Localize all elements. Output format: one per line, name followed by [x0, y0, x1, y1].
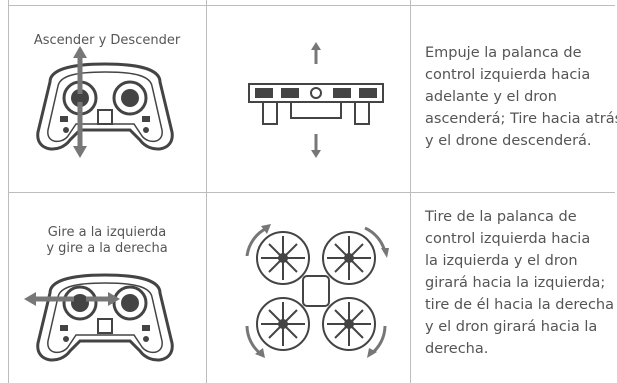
desc-line: la izquierda y el dron [425, 253, 578, 269]
drone-side-illustration [248, 42, 384, 158]
desc-line: adelante y el dron [425, 89, 557, 105]
desc-line: Tire de la palanca de [425, 209, 577, 225]
table-row-divider [8, 192, 615, 193]
row-label: Gire a la izquierda y gire a la derecha [8, 225, 206, 257]
row-description: Tire de la palanca de control izquierda … [425, 206, 614, 360]
table-column-divider [206, 0, 207, 383]
desc-line: control izquierda hacia [425, 67, 591, 83]
desc-line: Empuje la palanca de [425, 45, 582, 61]
table-top-border [8, 5, 615, 6]
table-column-divider [410, 0, 411, 383]
desc-line: tire de él hacia la derecha [425, 297, 615, 313]
row-label: Ascender y Descender [8, 33, 206, 49]
instruction-table: Ascender y Descender [8, 0, 617, 383]
drone-top-illustration [245, 224, 389, 358]
label-line: Ascender y Descender [33, 33, 181, 48]
controller-illustration [36, 46, 174, 158]
desc-line: girará hacia la izquierda; [425, 275, 606, 291]
label-line: Gire a la izquierda [47, 225, 167, 240]
table-left-border [8, 0, 9, 383]
label-line: y gire a la derecha [46, 241, 168, 256]
desc-line: derecha. [425, 341, 489, 357]
desc-line: y el dron girará hacia la [425, 319, 598, 335]
desc-line: control izquierda hacia [425, 231, 591, 247]
controller-illustration [24, 273, 174, 362]
desc-line: ascenderá; Tire hacia atrás [425, 111, 617, 127]
row-description: Empuje la palanca de control izquierda h… [425, 42, 617, 152]
desc-line: y el drone descenderá. [425, 133, 592, 149]
